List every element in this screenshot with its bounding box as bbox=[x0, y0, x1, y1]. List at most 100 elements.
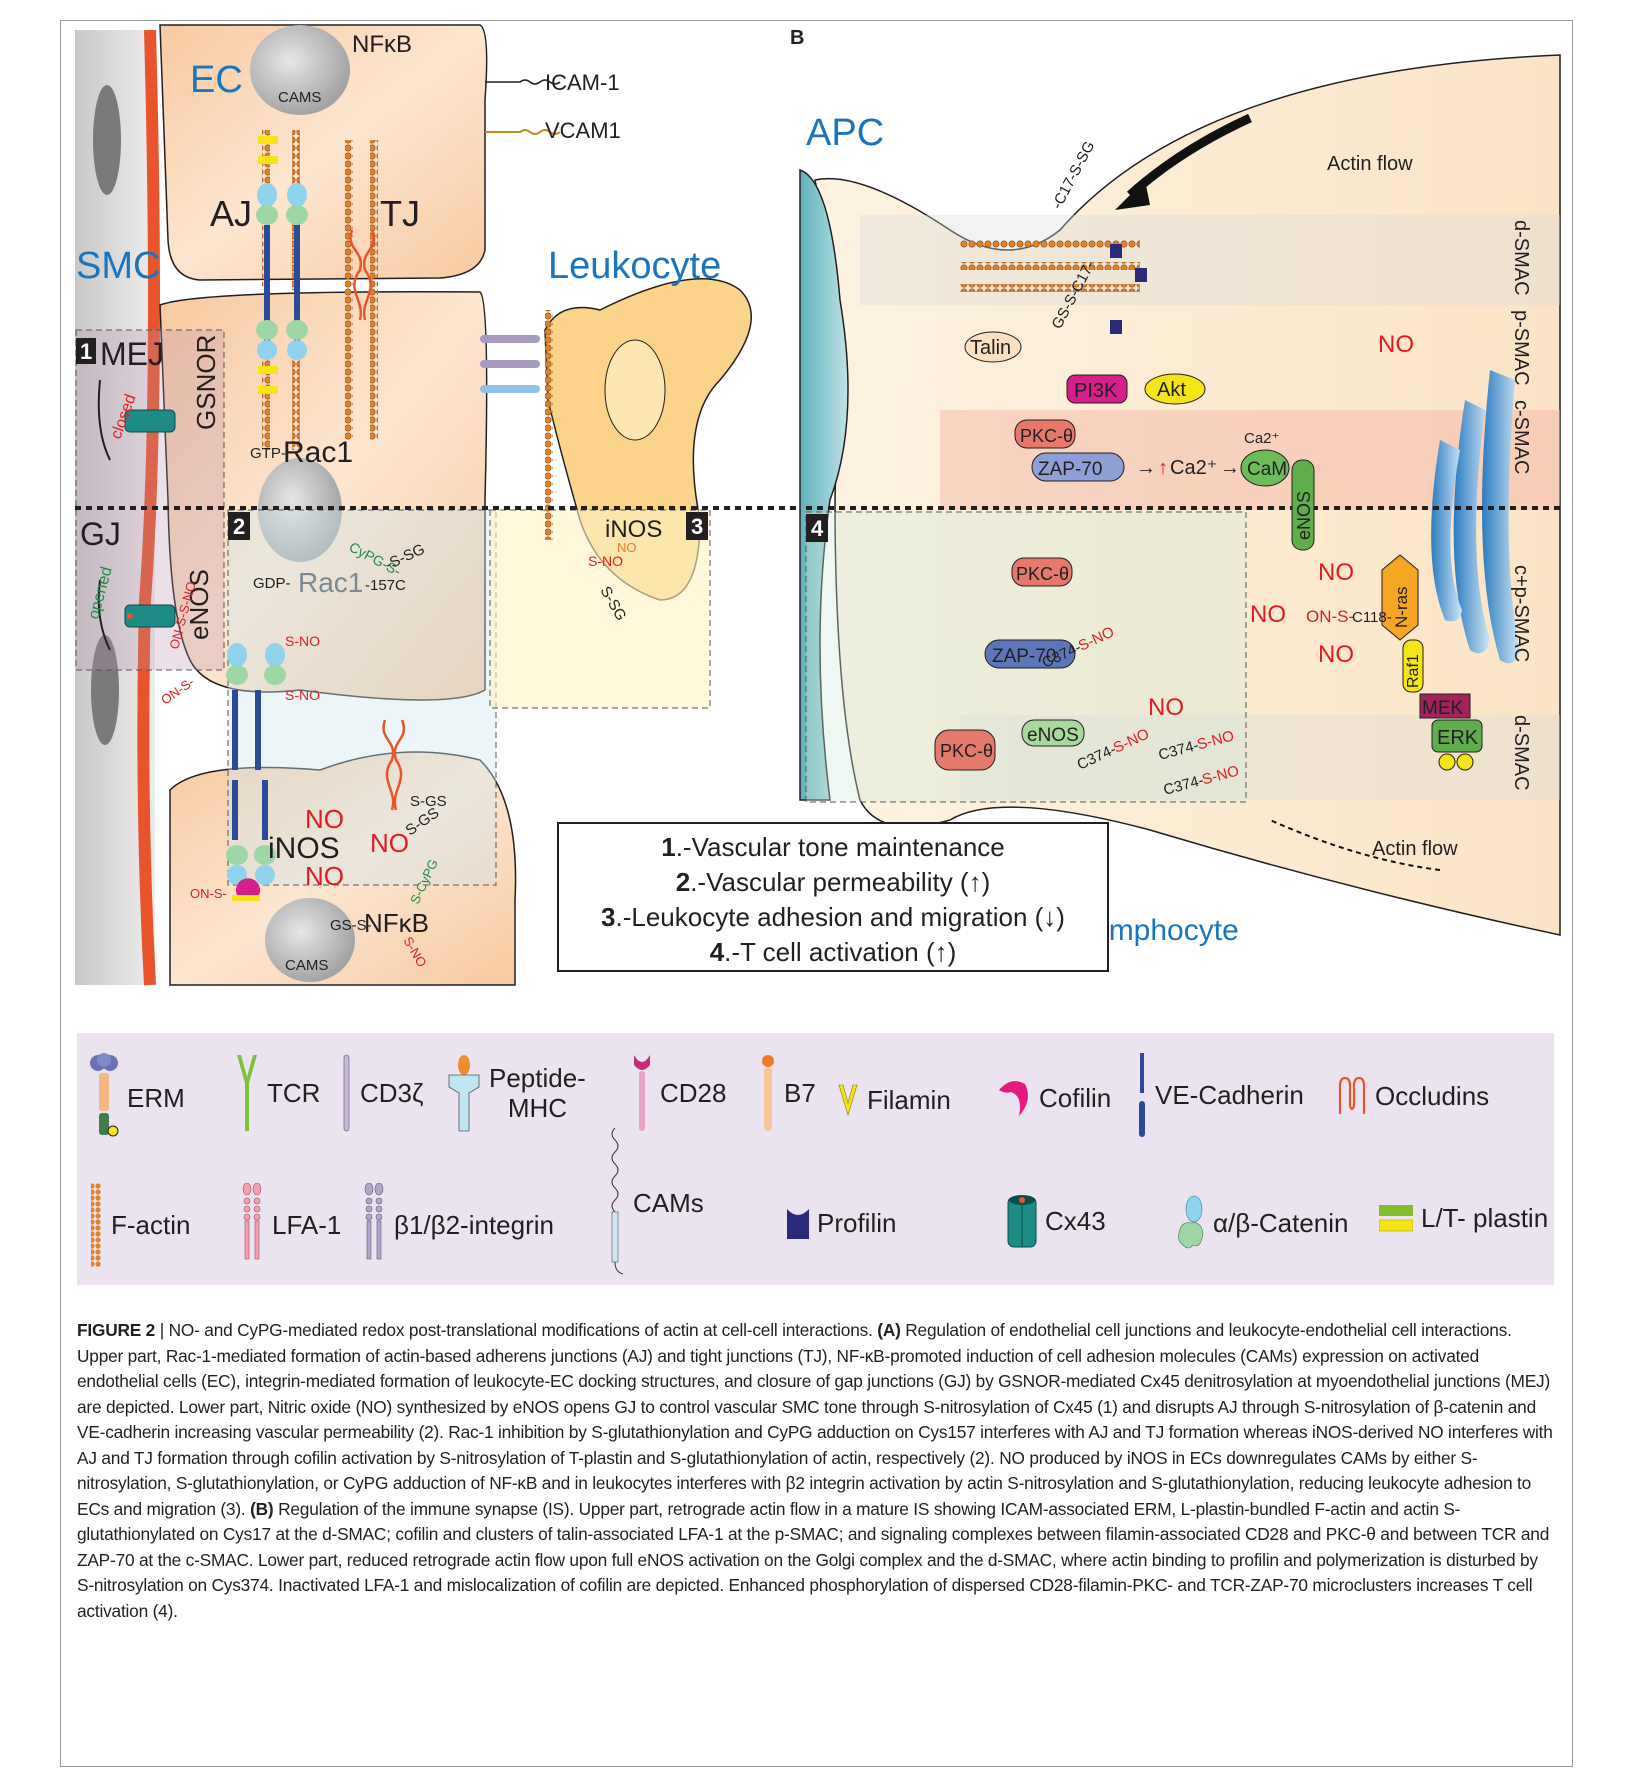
zone-label-d-smac-top: d-SMAC bbox=[1510, 220, 1532, 296]
inos-leuko-label: iNOS bbox=[605, 516, 662, 543]
f-actin-icon bbox=[91, 1183, 101, 1267]
peptide-mhc-icon bbox=[448, 1055, 480, 1132]
zone-label-d-smac-bottom: d-SMAC bbox=[1510, 715, 1532, 791]
plastin-icon bbox=[1379, 1205, 1413, 1232]
adherens-junction-bottom bbox=[226, 643, 286, 901]
no-leuko-label: NO bbox=[617, 540, 637, 555]
talin-node: Talin bbox=[964, 331, 1022, 363]
svg-text:CaM: CaM bbox=[1247, 459, 1287, 480]
nfkb-bottom-label: NFκB bbox=[364, 908, 429, 938]
no-label-b2: NO bbox=[1318, 559, 1354, 586]
cams-bottom-label: CAMS bbox=[285, 957, 328, 974]
pkc-theta-node-top: PKC-θ bbox=[1014, 419, 1076, 449]
legend-item-profilin: Profilin bbox=[787, 1208, 896, 1239]
ec-nucleus-bottom bbox=[265, 898, 355, 982]
cx43-channel-closed bbox=[97, 379, 176, 461]
caption-a-text: Regulation of endothelial cell junctions… bbox=[77, 1320, 1553, 1519]
figure-caption: FIGURE 2 | NO- and CyPG-mediated redox p… bbox=[77, 1320, 1553, 1621]
s-no-leuko-label: S-NO bbox=[588, 553, 623, 569]
leukocyte-label: Leukocyte bbox=[548, 245, 721, 287]
no-label-b3: NO bbox=[1250, 601, 1286, 628]
legend-item-cd3z: CD3ζ bbox=[342, 1053, 423, 1133]
caption-b-label: (B) bbox=[250, 1498, 274, 1519]
s-no-catenin-label: S-NO bbox=[285, 633, 320, 649]
apc-cell bbox=[799, 168, 849, 801]
no-label-b4: NO bbox=[1318, 641, 1354, 668]
cd3z-icon bbox=[343, 1054, 350, 1132]
pi3k-node: PI3K bbox=[1066, 374, 1128, 404]
legend-item-cd28: CD28 bbox=[632, 1053, 726, 1133]
svg-text:PKC-θ: PKC-θ bbox=[1016, 564, 1069, 584]
ec-top-cell bbox=[159, 24, 488, 281]
caption-a-label: (A) bbox=[877, 1320, 901, 1340]
svg-text:PKC-θ: PKC-θ bbox=[1020, 426, 1073, 446]
phospho-erk-2 bbox=[1456, 753, 1474, 771]
svg-text:ZAP-70: ZAP-70 bbox=[1038, 459, 1102, 480]
actin-flow-top-label: Actin flow bbox=[1327, 153, 1413, 175]
f-actin-bundle bbox=[960, 240, 1140, 248]
region-3-number: 3 bbox=[691, 514, 703, 539]
region-1-number: 1 bbox=[80, 339, 92, 364]
profilin-shape bbox=[1110, 244, 1122, 258]
tight-junction-bottom bbox=[382, 719, 406, 811]
caption-intro: NO- and CyPG-mediated redox post-transla… bbox=[168, 1320, 878, 1340]
zone-label-p-smac: p-SMAC bbox=[1510, 310, 1532, 386]
region-3-box bbox=[489, 509, 711, 709]
svg-text:Akt: Akt bbox=[1157, 379, 1186, 401]
svg-text:eNOS: eNOS bbox=[1027, 725, 1079, 746]
no-label-a1: NO bbox=[305, 804, 344, 834]
integrin-docking bbox=[480, 310, 553, 540]
svg-text:Talin: Talin bbox=[970, 337, 1011, 359]
no-label-b1: NO bbox=[1378, 331, 1414, 358]
outcome-item: 1.-Vascular tone maintenance bbox=[661, 832, 1005, 862]
legend: ERM TCR CD3ζ Peptide- MHC CD28 B7 Filami… bbox=[77, 1033, 1554, 1285]
legend-item-cofilin: Cofilin bbox=[997, 1076, 1111, 1120]
no-label-a2: NO bbox=[370, 828, 409, 858]
svg-text:PI3K: PI3K bbox=[1074, 380, 1118, 402]
s-no-cadherin-label: S-NO bbox=[285, 687, 320, 703]
smc-nucleus bbox=[93, 85, 121, 195]
caption-b-text: Regulation of the immune synapse (IS). U… bbox=[77, 1498, 1550, 1621]
arrow-cam: → bbox=[1220, 457, 1240, 479]
vcam1-molecule bbox=[485, 129, 561, 135]
on-s-b-label: ON-S- bbox=[1306, 607, 1354, 626]
mej-label: MEJ bbox=[100, 336, 164, 372]
aj-label: AJ bbox=[210, 193, 252, 234]
zap70-node-4: ZAP-70 bbox=[984, 639, 1076, 669]
svg-text:N-ras: N-ras bbox=[1392, 586, 1411, 628]
cam-node: CaM bbox=[1240, 449, 1290, 487]
region-3-badge bbox=[686, 512, 708, 540]
tight-junction-top bbox=[345, 140, 378, 440]
legend-item-cx43: Cx43 bbox=[1007, 1193, 1106, 1249]
rac1-bottom-label: Rac1 bbox=[298, 567, 363, 598]
cx43-channel-opened bbox=[97, 579, 176, 651]
region-4-badge bbox=[806, 514, 828, 542]
cams-top-label: CAMS bbox=[278, 89, 321, 106]
smc-label: SMC bbox=[76, 245, 160, 287]
legend-item-erm: ERM bbox=[89, 1053, 185, 1143]
actin-flow-arrow-bottom bbox=[1269, 819, 1441, 871]
akt-node: Akt bbox=[1144, 373, 1206, 405]
integrin-icon bbox=[364, 1183, 384, 1260]
f-actin-bundle bbox=[960, 284, 1140, 292]
cx43-icon bbox=[1007, 1195, 1037, 1248]
enos-a-label: eNOS bbox=[184, 569, 214, 640]
region-2-box bbox=[227, 509, 497, 886]
cofilin-icon bbox=[999, 1081, 1028, 1116]
outcome-item: 3.-Leukocyte adhesion and migration (↓) bbox=[601, 902, 1065, 932]
smc-nucleus bbox=[91, 635, 119, 745]
ca2-label: Ca2⁺ bbox=[1170, 457, 1217, 479]
panel-b-label: B bbox=[790, 27, 804, 49]
zap70-node-top: ZAP-70 bbox=[1031, 452, 1125, 482]
legend-item-integrin: β1/β2-integrin bbox=[362, 1183, 554, 1267]
adherens-junction-top bbox=[256, 130, 308, 450]
icam1-label: ICAM-1 bbox=[545, 70, 620, 95]
ec-label: EC bbox=[190, 59, 243, 101]
legend-item-lfa1: LFA-1 bbox=[240, 1183, 341, 1267]
enos-node-4: eNOS bbox=[1021, 719, 1085, 747]
legend-item-catenin: α/β-Catenin bbox=[1177, 1193, 1348, 1253]
outcome-item: 4.-T cell activation (↑) bbox=[709, 937, 957, 967]
erk-node: ERK bbox=[1431, 719, 1483, 753]
arrow-ca2: → bbox=[1136, 457, 1156, 479]
legend-item-plastin: L/T- plastin bbox=[1379, 1201, 1548, 1235]
